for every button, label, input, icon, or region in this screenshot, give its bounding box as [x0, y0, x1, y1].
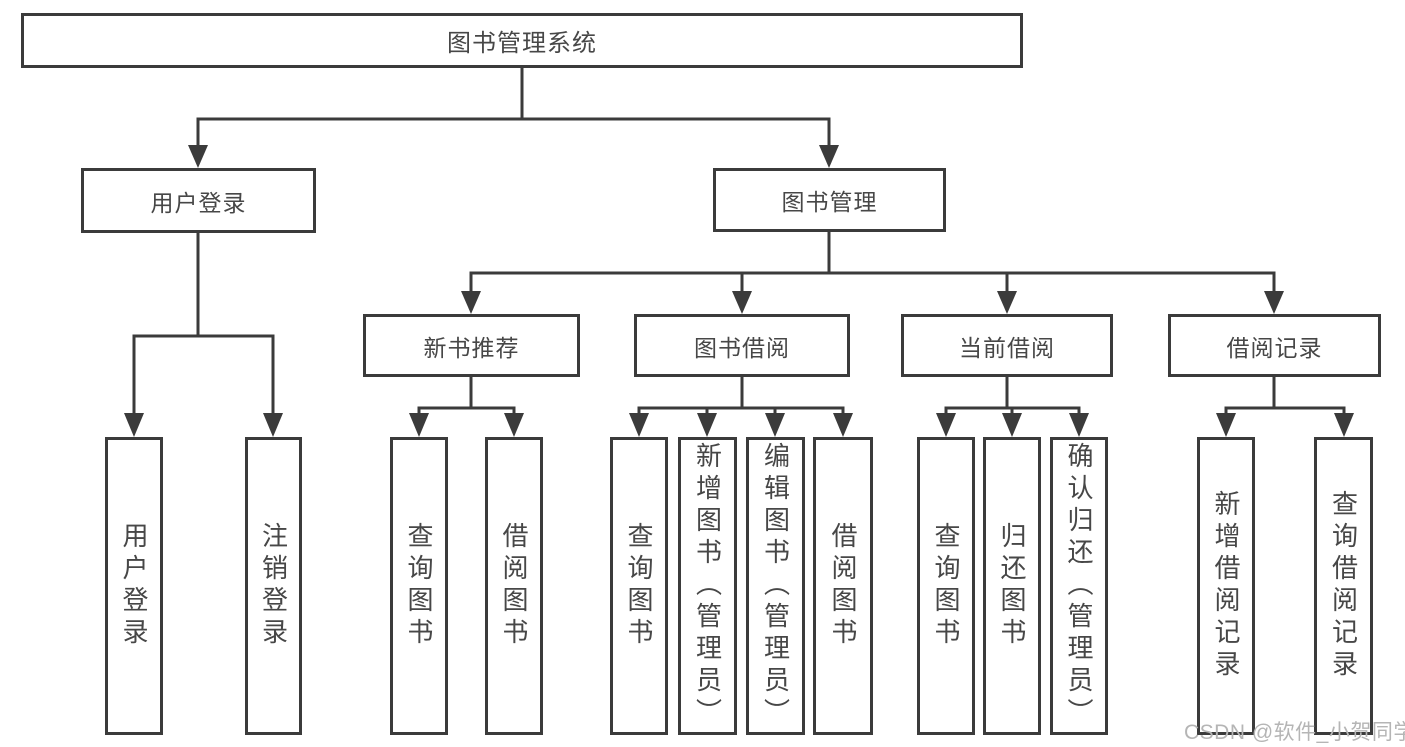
- connector-current-borrow-children: [936, 375, 1089, 437]
- leaf-add-borrow-record: 新增借阅记录: [1197, 437, 1255, 735]
- leaf-edit-books-admin: 编辑图书（管理员）: [746, 437, 805, 735]
- leaf-add-books-admin: 新增图书（管理员）: [678, 437, 737, 735]
- connector-root-to-level2: [188, 66, 839, 168]
- node-borrowing-records: 借阅记录: [1168, 314, 1381, 377]
- leaf-confirm-return-admin: 确认归还（管理员）: [1050, 437, 1108, 735]
- leaf-query-borrow-record: 查询借阅记录: [1314, 437, 1373, 735]
- connector-new-book-children: [409, 375, 524, 437]
- connector-book-management-children: [461, 230, 1284, 314]
- connector-user-login-children: [124, 231, 283, 437]
- node-book-management: 图书管理: [713, 168, 946, 232]
- leaf-query-books-recommend: 查询图书: [390, 437, 448, 735]
- csdn-watermark: CSDN @软件_小贺同学: [1184, 721, 1405, 744]
- leaf-borrow-books: 借阅图书: [813, 437, 873, 735]
- node-library-management-system: 图书管理系统: [21, 13, 1023, 68]
- node-current-borrowing: 当前借阅: [901, 314, 1113, 377]
- leaf-query-books-current: 查询图书: [917, 437, 975, 735]
- leaf-query-books-borrowing: 查询图书: [610, 437, 668, 735]
- leaf-return-books: 归还图书: [983, 437, 1041, 735]
- connector-borrow-records-children: [1216, 375, 1354, 437]
- node-new-book-recommend: 新书推荐: [363, 314, 580, 377]
- node-user-login: 用户登录: [81, 168, 316, 233]
- leaf-user-login: 用户登录: [105, 437, 163, 735]
- connector-book-borrow-children: [629, 375, 853, 437]
- leaf-borrow-books-recommend: 借阅图书: [485, 437, 543, 735]
- node-book-borrowing: 图书借阅: [634, 314, 850, 377]
- leaf-logout: 注销登录: [245, 437, 302, 735]
